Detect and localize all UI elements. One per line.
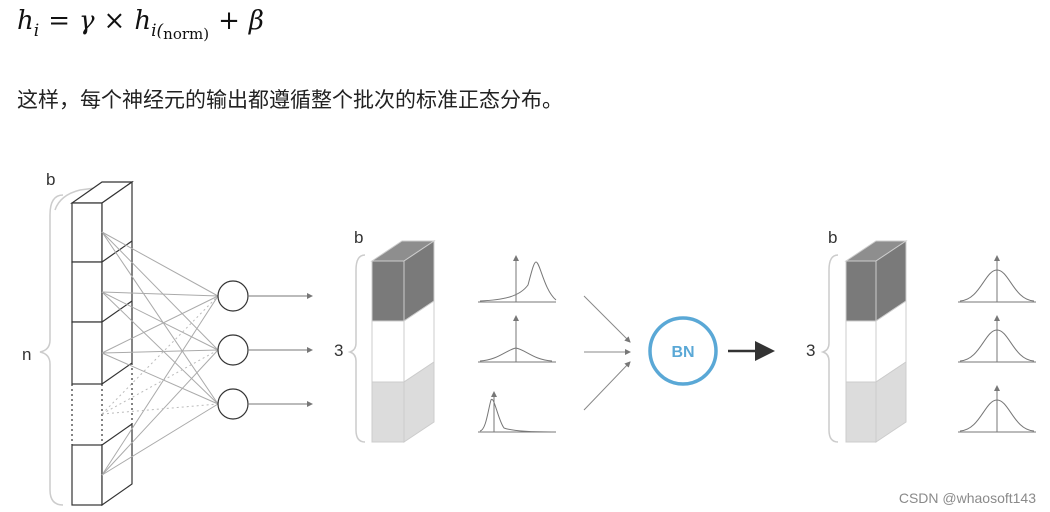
bn-circle xyxy=(648,316,718,386)
formula-beta: β xyxy=(248,6,264,36)
watermark: CSDN @whaosoft143 xyxy=(898,490,1036,506)
label-b-right: b xyxy=(828,228,837,247)
neuron-1 xyxy=(217,280,249,312)
formula-gamma: γ xyxy=(78,6,95,36)
formula-times: × xyxy=(103,6,126,36)
neuron-2 xyxy=(217,334,249,366)
formula-sub-i-open: i( xyxy=(151,21,164,41)
input-dashed xyxy=(71,363,133,445)
description-sentence: 这样，每个神经元的输出都遵循整个批次的标准正态分布。 xyxy=(17,88,563,112)
label-b-left: b xyxy=(46,170,55,189)
neuron-outputs xyxy=(248,293,313,407)
neuron-3 xyxy=(217,388,249,420)
mid-stack xyxy=(370,240,436,443)
mid-distributions xyxy=(478,255,557,433)
brace-n xyxy=(39,194,64,506)
brace-b-left xyxy=(54,187,96,211)
connections xyxy=(101,231,219,476)
arrows-to-bn xyxy=(583,295,631,411)
input-stack xyxy=(70,180,134,507)
bn-label: BN xyxy=(671,344,694,361)
formula-sub-close: ) xyxy=(203,25,210,43)
brace-3-right xyxy=(820,254,839,443)
formula-plus: + xyxy=(218,6,240,36)
label-b-mid: b xyxy=(354,228,363,247)
formula-h: h xyxy=(17,6,34,36)
right-distributions xyxy=(958,255,1036,433)
formula-sub-norm: norm xyxy=(163,25,204,43)
right-stack xyxy=(844,240,908,443)
label-3-right: 3 xyxy=(806,341,815,360)
label-n: n xyxy=(22,345,31,364)
formula-equals: = xyxy=(48,6,70,36)
connections-dashed xyxy=(101,295,219,415)
label-3-mid: 3 xyxy=(334,341,343,360)
formula-h-norm: h xyxy=(134,6,152,36)
neurons xyxy=(217,280,249,420)
formula-sub-i: i xyxy=(33,21,40,41)
brace-3-mid xyxy=(347,254,366,443)
